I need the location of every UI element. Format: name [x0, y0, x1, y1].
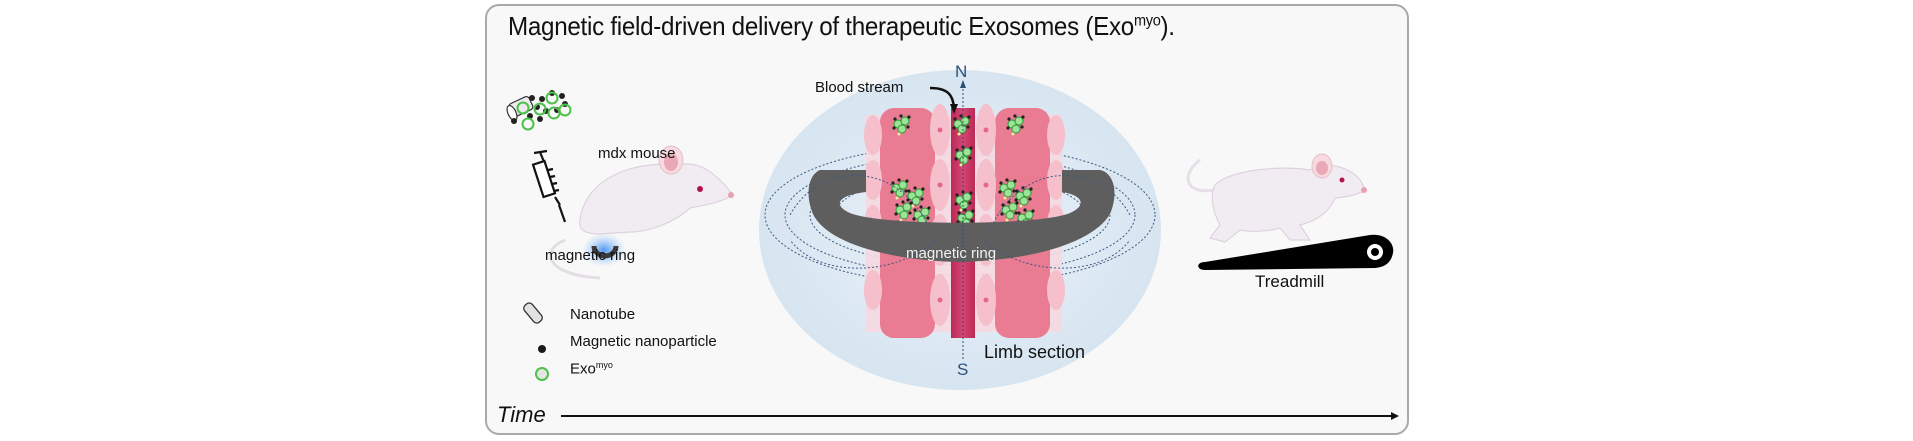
mdx-mouse-label: mdx mouse [598, 145, 676, 162]
time-arrow-icon [1391, 412, 1399, 420]
mdx-mouse-illustration [549, 145, 734, 280]
legend-item-nanotube: Nanotube [570, 306, 635, 323]
title-superscript: myo [1133, 12, 1161, 30]
title-end: ). [1160, 11, 1176, 41]
legend-label: Exo [570, 360, 596, 378]
exosome-icon [535, 367, 549, 381]
syringe-icon [531, 149, 567, 223]
south-pole-label: S [957, 360, 969, 379]
time-axis-label: Time [497, 402, 546, 427]
nanotube-icon [523, 302, 543, 324]
treadmill-label: Treadmill [1255, 272, 1325, 291]
north-arrow-icon [960, 80, 966, 88]
north-pole-label: N [955, 62, 968, 81]
legend-label: Magnetic nanoparticle [570, 333, 717, 350]
limb-section-label: Limb section [984, 342, 1086, 362]
legend-superscript: myo [595, 360, 613, 370]
legend-item-magnetic-nanoparticle: Magnetic nanoparticle [570, 333, 717, 350]
running-mouse-illustration [1186, 153, 1367, 243]
legend-item-exosome: Exomyo [570, 360, 613, 377]
title-text: Magnetic field-driven delivery of therap… [508, 11, 1134, 41]
center-magnetic-ring-label: magnetic ring [906, 245, 997, 262]
figure-title: Magnetic field-driven delivery of therap… [508, 11, 1175, 42]
magnetic-nanoparticle-icon [538, 345, 546, 353]
magnetic-ring-center [808, 170, 1115, 262]
blood-stream-label: Blood stream [815, 79, 904, 96]
nanotube-payload-icon [506, 90, 572, 131]
treadmill-icon [1198, 234, 1394, 270]
left-magnetic-ring-label: magnetic ring [545, 247, 636, 264]
legend-label: Nanotube [570, 306, 636, 323]
